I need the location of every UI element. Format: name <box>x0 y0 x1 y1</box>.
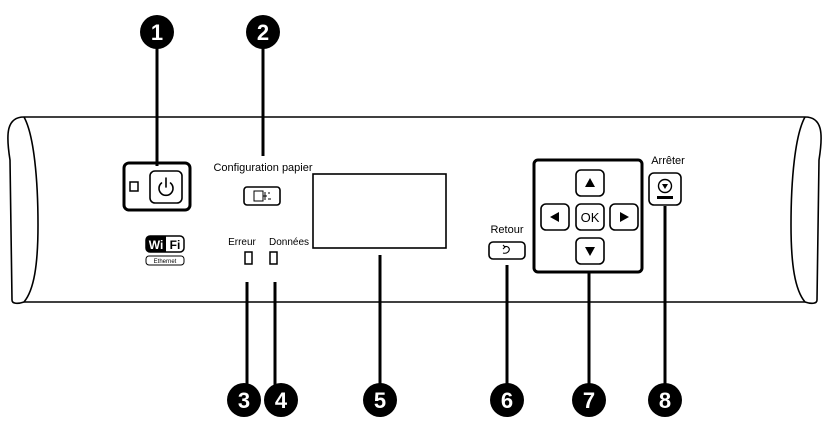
config-paper-label: Configuration papier <box>213 162 312 174</box>
arrow-down-icon <box>585 247 595 256</box>
callout-4-number: 4 <box>275 388 288 413</box>
arrow-left-icon <box>550 212 559 222</box>
nav-left-button[interactable] <box>540 203 570 231</box>
callout-3-number: 3 <box>238 388 250 413</box>
wifi-logo: Wi Fi <box>145 235 185 253</box>
callout-4: 4 <box>264 383 298 417</box>
lcd-screen <box>312 173 447 249</box>
ethernet-text: Ethernet <box>154 259 177 265</box>
ethernet-logo: Ethernet <box>145 255 185 266</box>
callout-8: 8 <box>648 383 682 417</box>
stop-label: Arrêter <box>651 155 685 167</box>
nav-up-button[interactable] <box>575 169 605 197</box>
arrow-up-icon <box>585 178 595 187</box>
power-section <box>122 161 192 212</box>
panel-body <box>7 116 822 305</box>
callout-3: 3 <box>227 383 261 417</box>
callout-7: 7 <box>572 383 606 417</box>
stop-icon <box>657 178 673 199</box>
data-led <box>269 251 278 265</box>
error-label: Erreur <box>228 237 256 248</box>
callout-2-number: 2 <box>257 20 269 45</box>
arrow-right-icon <box>620 212 629 222</box>
callout-7-number: 7 <box>583 388 595 413</box>
paper-setup-button[interactable] <box>243 186 281 206</box>
paper-setup-icon <box>253 190 271 202</box>
callout-1-number: 1 <box>151 20 163 45</box>
callout-6-number: 6 <box>501 388 513 413</box>
error-led <box>244 251 253 265</box>
wifi-text-wi: Wi <box>149 238 164 252</box>
ok-label: OK <box>581 210 600 225</box>
nav-right-button[interactable] <box>609 203 639 231</box>
power-led <box>129 181 139 192</box>
callout-1: 1 <box>140 15 174 49</box>
ok-button[interactable]: OK <box>575 203 605 231</box>
back-button[interactable] <box>488 241 526 260</box>
back-label: Retour <box>490 224 523 236</box>
data-label: Données <box>269 237 309 248</box>
stop-button[interactable] <box>648 172 682 206</box>
nav-down-button[interactable] <box>575 237 605 265</box>
callout-5: 5 <box>363 383 397 417</box>
callout-8-number: 8 <box>659 388 671 413</box>
power-icon <box>158 177 174 197</box>
callout-2: 2 <box>246 15 280 49</box>
callout-6: 6 <box>490 383 524 417</box>
leader-lines <box>155 46 667 386</box>
return-arrow-icon <box>502 244 510 254</box>
power-button[interactable] <box>149 170 183 204</box>
callout-5-number: 5 <box>374 388 386 413</box>
wifi-text-fi: Fi <box>170 238 181 252</box>
